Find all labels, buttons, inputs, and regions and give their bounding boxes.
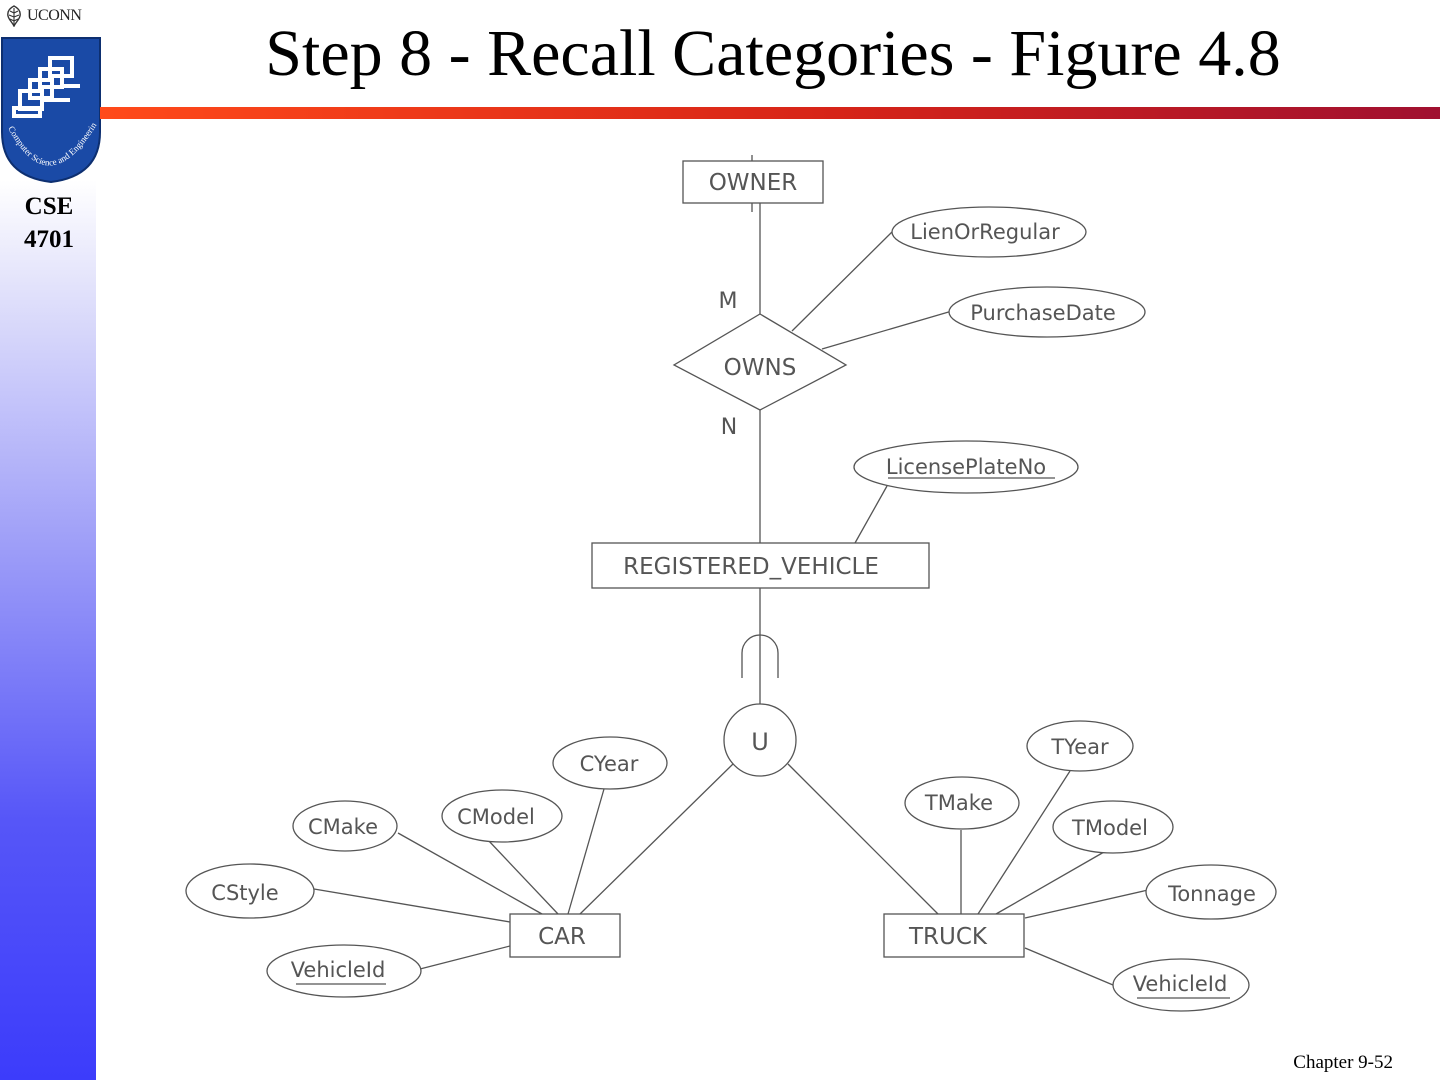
- attribute-cyear: [552, 736, 668, 790]
- attribute-truck-vehicleid-label: VehicleId: [1133, 972, 1228, 996]
- car-cstyle-line: [313, 888, 511, 923]
- union-circle: U: [723, 703, 797, 777]
- attribute-tyear: [1026, 720, 1134, 772]
- attribute-car-vehicleid-label: VehicleId: [291, 958, 386, 982]
- car-cmodel-line: [487, 839, 559, 915]
- union-car-line: [579, 761, 736, 915]
- subset-symbol: [741, 634, 779, 678]
- diagram-connectors: [313, 155, 1149, 986]
- attribute-cmake-label: CMake: [308, 815, 378, 839]
- truck-tyear-line: [977, 770, 1071, 915]
- attribute-purchasedate-label: PurchaseDate: [970, 301, 1116, 325]
- owns-lienorregular-line: [791, 230, 894, 332]
- entity-truck-label: TRUCK: [908, 924, 988, 950]
- attribute-tmodel: [1052, 800, 1174, 854]
- attribute-licenseplateno: [853, 440, 1079, 494]
- computer-stack-icon: [12, 56, 80, 118]
- car-cyear-line: [567, 788, 605, 915]
- cardinality-m: M: [719, 289, 738, 314]
- attribute-tonnage: [1145, 864, 1277, 920]
- entity-truck: TRUCK: [883, 913, 1025, 958]
- entity-registered-vehicle-label: REGISTERED_VEHICLE: [623, 554, 879, 580]
- attribute-lienorregular-label: LienOrRegular: [910, 220, 1060, 244]
- attribute-tyear-label: TYear: [1050, 735, 1109, 759]
- course-label-line2: 4701: [24, 226, 74, 253]
- entity-owner: OWNER: [682, 160, 824, 204]
- union-truck-line: [787, 763, 939, 915]
- relationship-owns-label: OWNS: [724, 355, 797, 381]
- course-label: CSE 4701: [0, 190, 98, 256]
- owns-purchasedate-line: [821, 310, 953, 350]
- cardinality-n: N: [721, 415, 737, 440]
- attribute-licenseplateno-label: LicensePlateNo: [886, 455, 1046, 479]
- oak-leaf-icon: [7, 5, 21, 27]
- attribute-tonnage-label: Tonnage: [1167, 882, 1256, 906]
- uconn-logo: UCONN: [4, 4, 82, 28]
- entity-owner-label: OWNER: [709, 170, 798, 196]
- slide-footer: Chapter 9-52: [1293, 1052, 1393, 1073]
- attribute-cmodel-label: CModel: [457, 805, 535, 829]
- title-underline-bar: [100, 107, 1440, 119]
- attribute-cyear-label: CYear: [580, 752, 639, 776]
- attribute-cmodel: [441, 789, 563, 843]
- sidebar: UCONN Computer Science and Engineering C…: [0, 0, 101, 1080]
- attribute-lienorregular: [891, 206, 1087, 258]
- union-symbol-label: U: [751, 728, 769, 756]
- truck-tmodel-line: [995, 851, 1105, 915]
- uconn-wordmark: UCONN: [27, 7, 82, 24]
- attribute-purchasedate: [948, 286, 1146, 338]
- relationship-owns: OWNS: [672, 313, 848, 411]
- entity-car: CAR: [509, 913, 621, 958]
- truck-tonnage-line: [1024, 889, 1149, 919]
- vehicle-licenseplate-line: [854, 485, 888, 544]
- cse-shield-logo: Computer Science and Engineering: [0, 36, 101, 184]
- car-vehicleid-line: [419, 945, 511, 970]
- attribute-tmake: [904, 776, 1020, 830]
- attribute-tmake-label: TMake: [924, 791, 993, 815]
- course-label-line1: CSE: [24, 193, 74, 220]
- car-cmake-line: [397, 832, 543, 915]
- attribute-cmake: [292, 800, 398, 852]
- attribute-tmodel-label: TModel: [1071, 816, 1148, 840]
- attribute-cstyle-label: CStyle: [211, 881, 278, 905]
- entity-registered-vehicle: REGISTERED_VEHICLE: [591, 542, 930, 589]
- slide-title: Step 8 - Recall Categories - Figure 4.8: [265, 17, 1281, 90]
- truck-vehicleid-line: [1024, 947, 1114, 986]
- entity-car-label: CAR: [538, 924, 586, 950]
- attribute-cstyle: [185, 863, 315, 919]
